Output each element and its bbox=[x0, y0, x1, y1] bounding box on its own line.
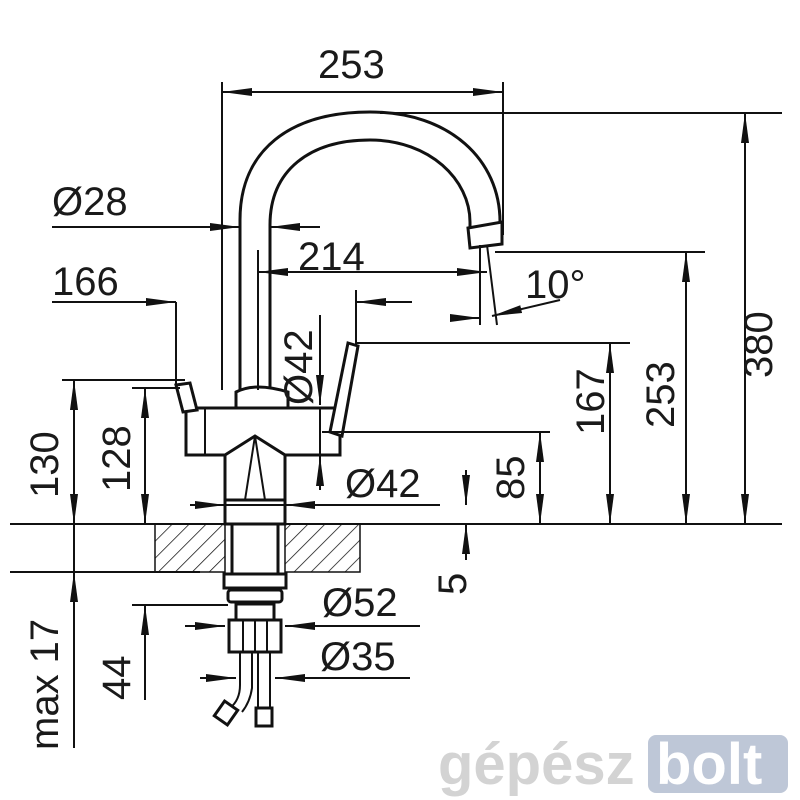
label-body-diameter-upper: Ø42 bbox=[277, 329, 321, 405]
label-lever-span: 166 bbox=[52, 260, 119, 304]
label-body-diameter-lower: Ø42 bbox=[345, 462, 421, 506]
label-tube-diameter: Ø28 bbox=[52, 180, 128, 224]
label-total-height: 380 bbox=[737, 311, 781, 378]
label-shank-diameter: Ø35 bbox=[320, 635, 396, 679]
watermark: gépész bolt bbox=[438, 732, 788, 797]
countertop bbox=[10, 523, 782, 573]
label-height-128: 128 bbox=[95, 425, 139, 492]
dimension-labels: 253 380 253 167 85 5 Ø28 214 166 10° Ø42… bbox=[23, 43, 781, 750]
label-nut-diameter: Ø52 bbox=[322, 581, 398, 625]
hose-left bbox=[229, 652, 253, 713]
left-lever bbox=[174, 381, 199, 414]
hose-right bbox=[257, 652, 271, 708]
label-max-thickness: max 17 bbox=[23, 619, 67, 750]
label-lever-height: 167 bbox=[569, 368, 613, 435]
right-lever bbox=[328, 341, 360, 438]
label-height-130: 130 bbox=[23, 431, 67, 498]
svg-text:bolt: bolt bbox=[656, 732, 762, 797]
faucet-spout bbox=[238, 110, 504, 390]
label-spout-reach: 214 bbox=[298, 235, 365, 279]
label-spout-height: 253 bbox=[639, 361, 683, 428]
faucet-shank bbox=[212, 522, 288, 728]
dimension-lines bbox=[52, 88, 749, 748]
label-shank-length: 44 bbox=[95, 656, 139, 701]
faucet-body bbox=[174, 341, 360, 526]
label-base-gap: 5 bbox=[431, 573, 475, 595]
label-body-height: 85 bbox=[489, 456, 533, 501]
label-total-width: 253 bbox=[318, 43, 385, 87]
label-spout-angle: 10° bbox=[525, 263, 586, 307]
svg-text:gépész: gépész bbox=[438, 732, 635, 797]
